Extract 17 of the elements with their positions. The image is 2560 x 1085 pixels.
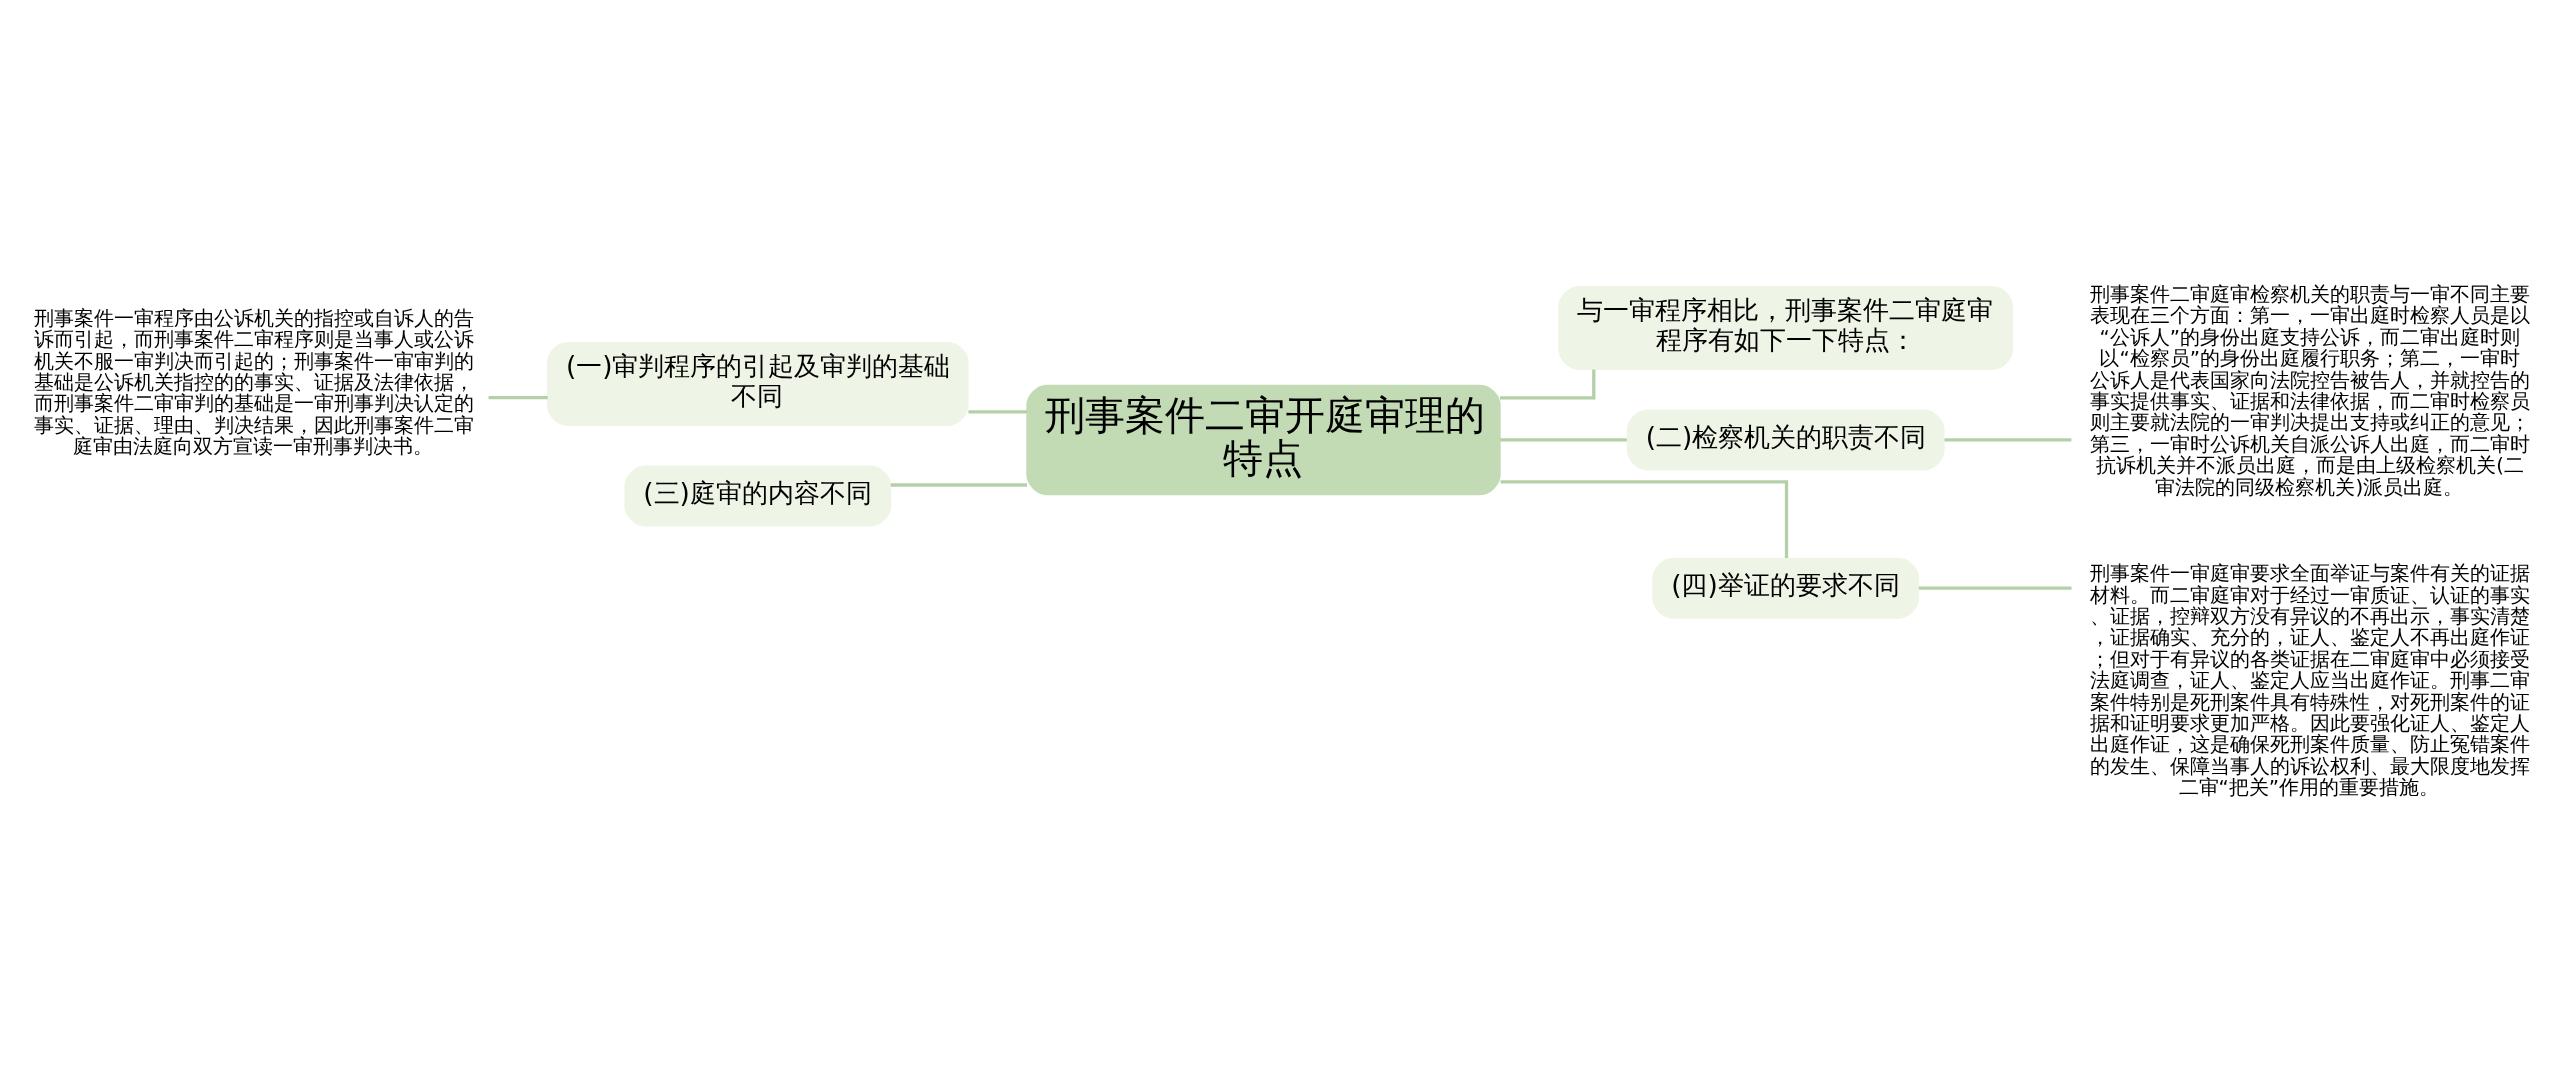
connector bbox=[890, 483, 1027, 487]
node-box: 与一审程序相比，刑事案件二审庭审程序有如下一下特点： bbox=[1558, 285, 2014, 370]
node-box: (三)庭审的内容不同 bbox=[624, 465, 892, 527]
node-box: 刑事案件二审开庭审理的特点 bbox=[1026, 384, 1501, 496]
connector bbox=[1500, 369, 1596, 400]
node-text: 刑事案件一审程序由公诉机关的指控或自诉人的告诉而引起，而刑事案件二审程序则是当事人或公诉机关不服一审判决而引起的；刑事案件一审审判的基础是公诉机关指控的的事实、证据及法律依据，而刑事案件二审审判的基础是一审刑事判决认定的事实、证据、理由、判决结果，因此刑事案件二审庭审由法庭向双方宣读一审刑事判决书。 bbox=[33, 306, 474, 459]
connector bbox=[1500, 438, 1627, 442]
connector bbox=[1944, 438, 2072, 442]
connector bbox=[1918, 586, 2072, 590]
connector bbox=[488, 396, 548, 400]
node-text: 刑事案件一审庭审要求全面举证与案件有关的证据材料。而二审庭审对于经过一审质证、认证的事实、证据，控辩双方没有异议的不再出示，事实清楚，证据确实、充分的，证人、鉴定人不再出庭作证；但对于有异议的各类证据在二审庭审中必须接受法庭调查，证人、鉴定人应当出庭作证。刑事二审案件特别是死刑案件具有特殊性，对死刑案件的证据和证明要求更加严格。因此要强化证人、鉴定人出庭作证，这是确保死刑案件质量、防止冤错案件的发生、保障当事人的诉讼权利、最大限度地发挥二审“把关”作用的重要措施。 bbox=[2089, 562, 2530, 800]
node-box: (一)审判程序的引起及审判的基础不同 bbox=[546, 341, 969, 426]
node-box: (四)举证的要求不同 bbox=[1652, 557, 1920, 619]
node-text: 刑事案件二审庭审检察机关的职责与一审不同主要表现在三个方面：第一，一审出庭时检察人员是以“公诉人”的身份出庭支持公诉，而二审出庭时则以“检察员”的身份出庭履行职务；第二，一审时公诉人是代表国家向法院控告被告人，并就控告的事实提供事实、证据和法律依据，而二审时检察员则主要就法院的一审判决提出支持或纠正的意见；第三，一审时公诉机关自派公诉人出庭，而二审时抗诉机关并不派员出庭，而是由上级检察机关(二审法院的同级检察机关)派员出庭。 bbox=[2089, 282, 2530, 499]
connector bbox=[968, 410, 1027, 414]
connector bbox=[1500, 480, 1789, 559]
node-box: (二)检察机关的职责不同 bbox=[1626, 409, 1945, 471]
